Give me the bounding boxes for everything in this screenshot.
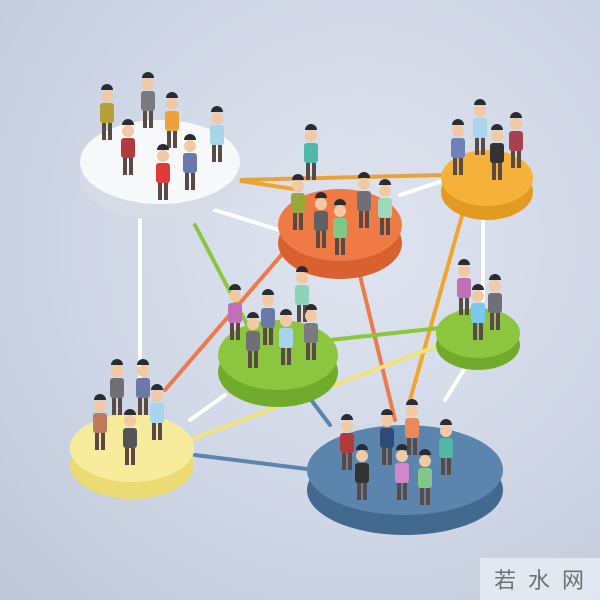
connector-lines <box>138 173 485 472</box>
line-green-green <box>328 326 442 342</box>
line-amber-blue <box>408 203 467 402</box>
line-yellow-green <box>188 393 227 422</box>
line-orange-amber-2 <box>398 178 447 197</box>
line-yellow-blue <box>193 453 317 472</box>
watermark-text: 若水网 <box>493 569 596 594</box>
line-orange-blue <box>353 253 397 422</box>
line-orange-amber <box>238 173 447 182</box>
watermark: 若水网 <box>480 558 600 600</box>
disc-amber <box>441 150 533 220</box>
line-orange-yellow <box>163 243 292 392</box>
disc-green-right <box>436 308 520 370</box>
